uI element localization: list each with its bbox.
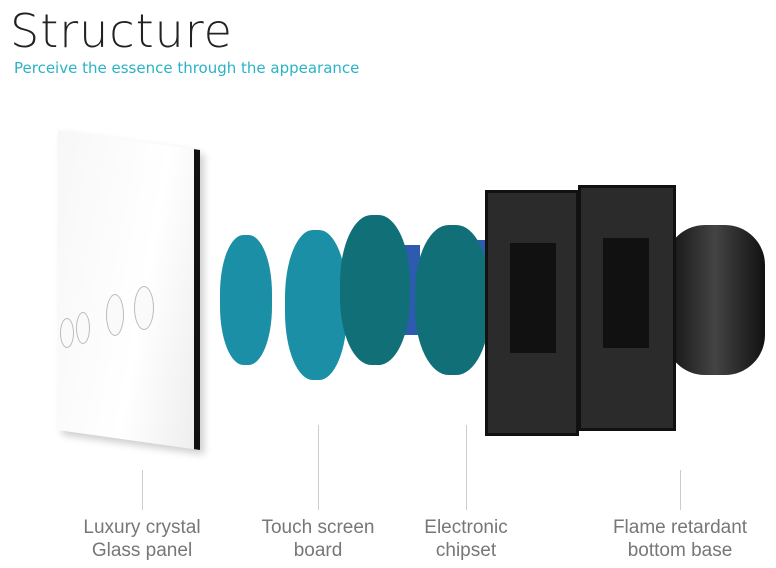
label-line: Luxury crystal [83, 517, 201, 538]
divider-line [466, 425, 467, 510]
label-line: Glass panel [91, 540, 193, 561]
back-box [665, 225, 765, 375]
label-bottom-base: Flame retardant bottom base [590, 516, 770, 562]
label-chipset: Electronic chipset [386, 516, 546, 562]
page-subtitle: Perceive the essence through the appeara… [14, 59, 360, 77]
touch-button [134, 286, 154, 330]
glass-panel [58, 130, 200, 450]
base-frame [578, 185, 676, 431]
divider-line [318, 425, 319, 510]
label-line: Electronic [424, 517, 508, 538]
divider-line [142, 470, 143, 510]
touch-button [106, 294, 124, 336]
label-touch-board: Touch screen board [238, 516, 398, 562]
divider-line [680, 470, 681, 510]
base-frame [485, 190, 579, 436]
label-line: chipset [435, 540, 497, 561]
label-glass-panel: Luxury crystal Glass panel [62, 516, 222, 562]
touch-button [60, 318, 74, 348]
label-line: Flame retardant [612, 517, 748, 538]
touch-button [76, 312, 90, 344]
page-title: Structure [10, 4, 233, 58]
label-line: Touch screen [261, 517, 375, 538]
touch-board [285, 230, 347, 380]
chipset-board [415, 225, 490, 375]
label-line: board [293, 540, 343, 561]
touch-board [220, 235, 272, 365]
chipset-board [340, 215, 410, 365]
label-line: bottom base [627, 540, 733, 561]
